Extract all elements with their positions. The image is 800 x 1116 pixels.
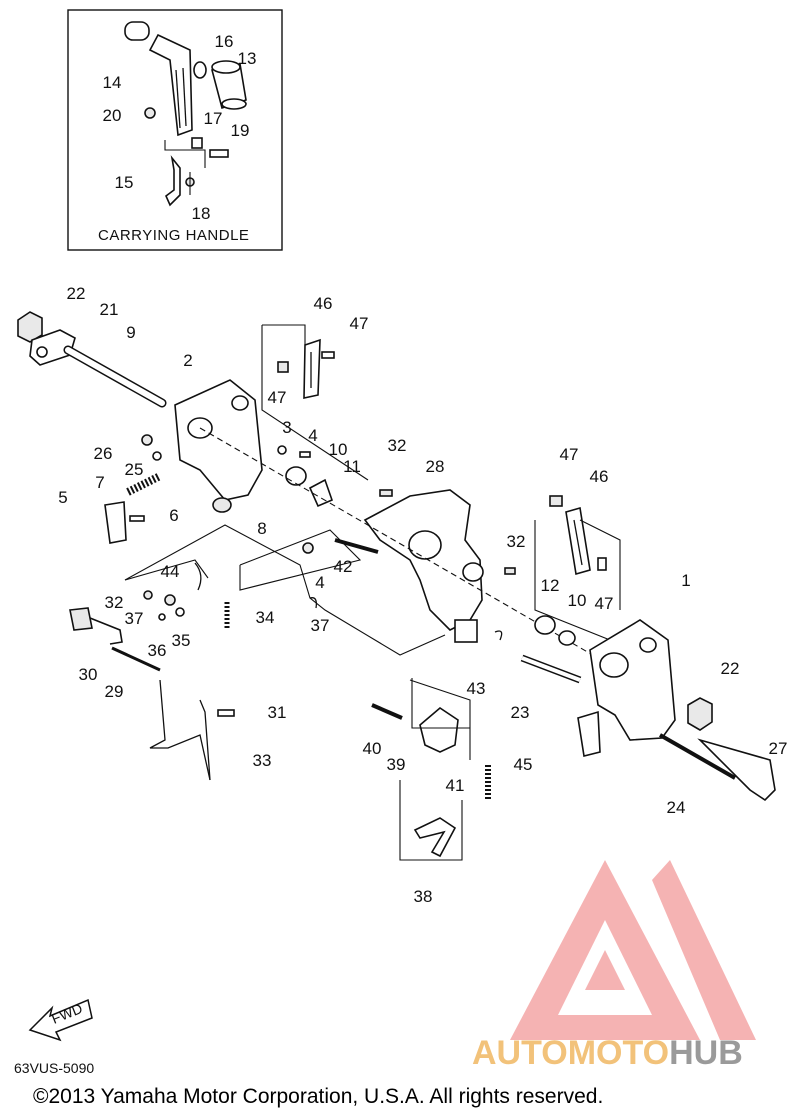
watermark-auto: AUTO — [472, 1034, 568, 1072]
part-label-5: 5 — [58, 488, 67, 507]
watermark-text: AUTOMOTOHUB — [472, 1034, 743, 1072]
part-label-15: 15 — [115, 173, 134, 192]
part-label-10b: 10 — [568, 591, 587, 610]
part-label-32a: 32 — [388, 436, 407, 455]
part-label-25: 25 — [125, 460, 144, 479]
part-label-32c: 32 — [105, 593, 124, 612]
part-label-42: 42 — [334, 557, 353, 576]
part-label-45: 45 — [514, 755, 533, 774]
part-label-20: 20 — [103, 106, 122, 125]
part-label-47b: 47 — [268, 388, 287, 407]
part-label-26: 26 — [94, 444, 113, 463]
part-label-4b: 4 — [315, 573, 324, 592]
part-label-2: 2 — [183, 351, 192, 370]
part-label-24: 24 — [667, 798, 686, 817]
part-label-30: 30 — [79, 665, 98, 684]
part-label-12: 12 — [541, 576, 560, 595]
part-label-7: 7 — [95, 473, 104, 492]
part-label-32b: 32 — [507, 532, 526, 551]
part-label-41: 41 — [446, 776, 465, 795]
part-label-8: 8 — [257, 519, 266, 538]
part-label-36: 36 — [148, 641, 167, 660]
part-label-23: 23 — [511, 703, 530, 722]
main-assembly-parts — [17, 311, 776, 861]
part-label-44: 44 — [161, 562, 180, 581]
part-label-47a: 47 — [350, 314, 369, 333]
part-label-3: 3 — [282, 418, 291, 437]
part-label-9: 9 — [126, 323, 135, 342]
part-label-16: 16 — [215, 32, 234, 51]
part-label-18: 18 — [192, 204, 211, 223]
part-label-46b: 46 — [590, 467, 609, 486]
part-label-14: 14 — [103, 73, 122, 92]
part-label-4a: 4 — [308, 426, 317, 445]
part-label-37b: 37 — [311, 616, 330, 635]
part-label-40: 40 — [363, 739, 382, 758]
part-label-38: 38 — [414, 887, 433, 906]
part-label-46a: 46 — [314, 294, 333, 313]
inset-caption: CARRYING HANDLE — [98, 227, 249, 244]
part-label-13: 13 — [238, 49, 257, 68]
part-label-47d: 47 — [595, 594, 614, 613]
part-label-22b: 22 — [721, 659, 740, 678]
watermark-logo-icon — [510, 860, 756, 1040]
part-label-10a: 10 — [329, 440, 348, 459]
carrying-handle-inset — [67, 9, 283, 251]
carrying-handle-parts — [124, 21, 247, 207]
part-label-35: 35 — [172, 631, 191, 650]
watermark-moto: MOTO — [568, 1034, 669, 1072]
part-label-28: 28 — [426, 457, 445, 476]
part-label-27: 27 — [769, 739, 788, 758]
part-label-39: 39 — [387, 755, 406, 774]
part-label-1: 1 — [681, 571, 690, 590]
diagram-code: 63VUS-5090 — [14, 1060, 94, 1076]
part-label-17: 17 — [204, 109, 223, 128]
part-label-47c: 47 — [560, 445, 579, 464]
part-label-11: 11 — [343, 457, 361, 476]
part-label-6: 6 — [169, 506, 178, 525]
part-label-19: 19 — [231, 121, 250, 140]
part-label-21: 21 — [100, 300, 119, 319]
copyright-text: ©2013 Yamaha Motor Corporation, U.S.A. A… — [33, 1085, 603, 1108]
part-label-33: 33 — [253, 751, 272, 770]
part-label-43: 43 — [467, 679, 486, 698]
watermark-hub: HUB — [669, 1034, 743, 1072]
fwd-arrow-icon: FWD — [28, 998, 93, 1042]
part-label-22a: 22 — [67, 284, 86, 303]
part-label-31: 31 — [268, 703, 287, 722]
part-label-37a: 37 — [125, 609, 144, 628]
part-label-29: 29 — [105, 682, 124, 701]
part-label-34: 34 — [256, 608, 275, 627]
